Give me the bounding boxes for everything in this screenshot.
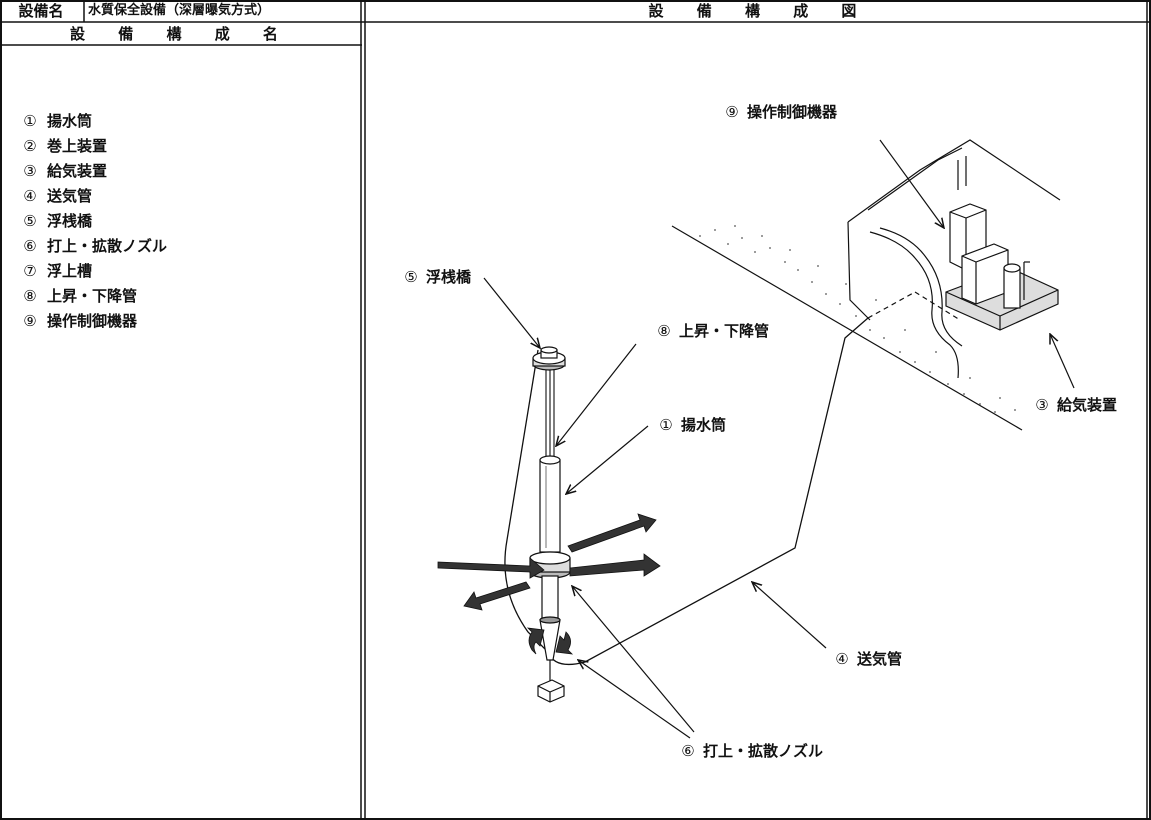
- equipment-label: 設備名: [18, 2, 64, 20]
- item-number: ⑥: [23, 237, 37, 255]
- callout-text: 操作制御機器: [747, 103, 838, 121]
- item-name: 上昇・下降管: [47, 287, 138, 305]
- list-item: ⑤ 浮桟橋: [19, 209, 167, 234]
- item-name: 打上・拡散ノズル: [47, 237, 168, 255]
- list-item: ① 揚水筒: [19, 109, 167, 134]
- callout-number: ⑨: [725, 103, 739, 121]
- callout-text: 送気管: [857, 650, 903, 668]
- diffusion-arrows: [437, 513, 661, 655]
- ground-stipple: [699, 225, 1016, 413]
- shore-embankment: [671, 139, 1061, 431]
- item-number: ⑦: [23, 262, 37, 280]
- list-item: ⑥ 打上・拡散ノズル: [19, 234, 167, 259]
- callout-text: 浮桟橋: [426, 268, 472, 286]
- item-number: ④: [23, 187, 37, 205]
- list-item: ⑧ 上昇・下降管: [19, 284, 167, 309]
- item-name: 巻上装置: [47, 137, 108, 155]
- callout-number: ⑧: [657, 322, 671, 340]
- callout-text: 揚水筒: [681, 416, 727, 434]
- diagram-title: 設 備 構 成 図: [648, 2, 871, 20]
- component-list: ① 揚水筒 ② 巻上装置 ③ 給気装置 ④ 送気管 ⑤ 浮桟橋 ⑥ 打上・拡散ノズル ⑦ 浮上…: [19, 109, 167, 334]
- item-number: ②: [23, 137, 37, 155]
- callout-nozzle: ⑥ 打上・拡散ノズル: [678, 740, 823, 761]
- callout-rising-falling-pipes: ⑧ 上昇・下降管: [654, 320, 769, 341]
- leader-lines: [483, 139, 1075, 739]
- callout-number: ④: [835, 650, 849, 668]
- item-number: ③: [23, 162, 37, 180]
- item-name: 浮上槽: [47, 262, 93, 280]
- item-number: ⑤: [23, 212, 37, 230]
- list-item: ② 巻上装置: [19, 134, 167, 159]
- item-name: 送気管: [47, 187, 93, 205]
- nozzle-block: [537, 679, 565, 703]
- callout-float-pier: ⑤ 浮桟橋: [401, 266, 471, 287]
- item-name: 浮桟橋: [47, 212, 93, 230]
- list-title: 設 備 構 成 名: [70, 25, 292, 43]
- callout-number: ⑤: [404, 268, 418, 286]
- callout-air-supply-unit: ③ 給気装置: [1032, 394, 1117, 415]
- callout-control-equipment: ⑨ 操作制御機器: [722, 101, 837, 122]
- rising-falling-pipes: [545, 370, 555, 456]
- list-item: ④ 送気管: [19, 184, 167, 209]
- callout-text: 上昇・下降管: [679, 322, 770, 340]
- list-item: ⑨ 操作制御機器: [19, 309, 167, 334]
- callout-number: ①: [659, 416, 673, 434]
- callout-number: ③: [1035, 396, 1049, 414]
- air-supply-unit: [945, 243, 1059, 331]
- list-item: ⑦ 浮上槽: [19, 259, 167, 284]
- item-number: ①: [23, 112, 37, 130]
- callout-pumping-tube: ① 揚水筒: [656, 414, 726, 435]
- callout-number: ⑥: [681, 742, 695, 760]
- float-pier: [532, 346, 566, 371]
- item-name: 給気装置: [47, 162, 108, 180]
- item-number: ⑨: [23, 312, 37, 330]
- callout-air-pipe: ④ 送気管: [832, 648, 902, 669]
- list-item: ③ 給気装置: [19, 159, 167, 184]
- item-number: ⑧: [23, 287, 37, 305]
- callout-text: 打上・拡散ノズル: [703, 742, 824, 760]
- item-name: 操作制御機器: [47, 312, 138, 330]
- item-name: 揚水筒: [47, 112, 93, 130]
- callout-text: 給気装置: [1057, 396, 1118, 414]
- equipment-name: 水質保全設備（深層曝気方式）: [88, 3, 271, 18]
